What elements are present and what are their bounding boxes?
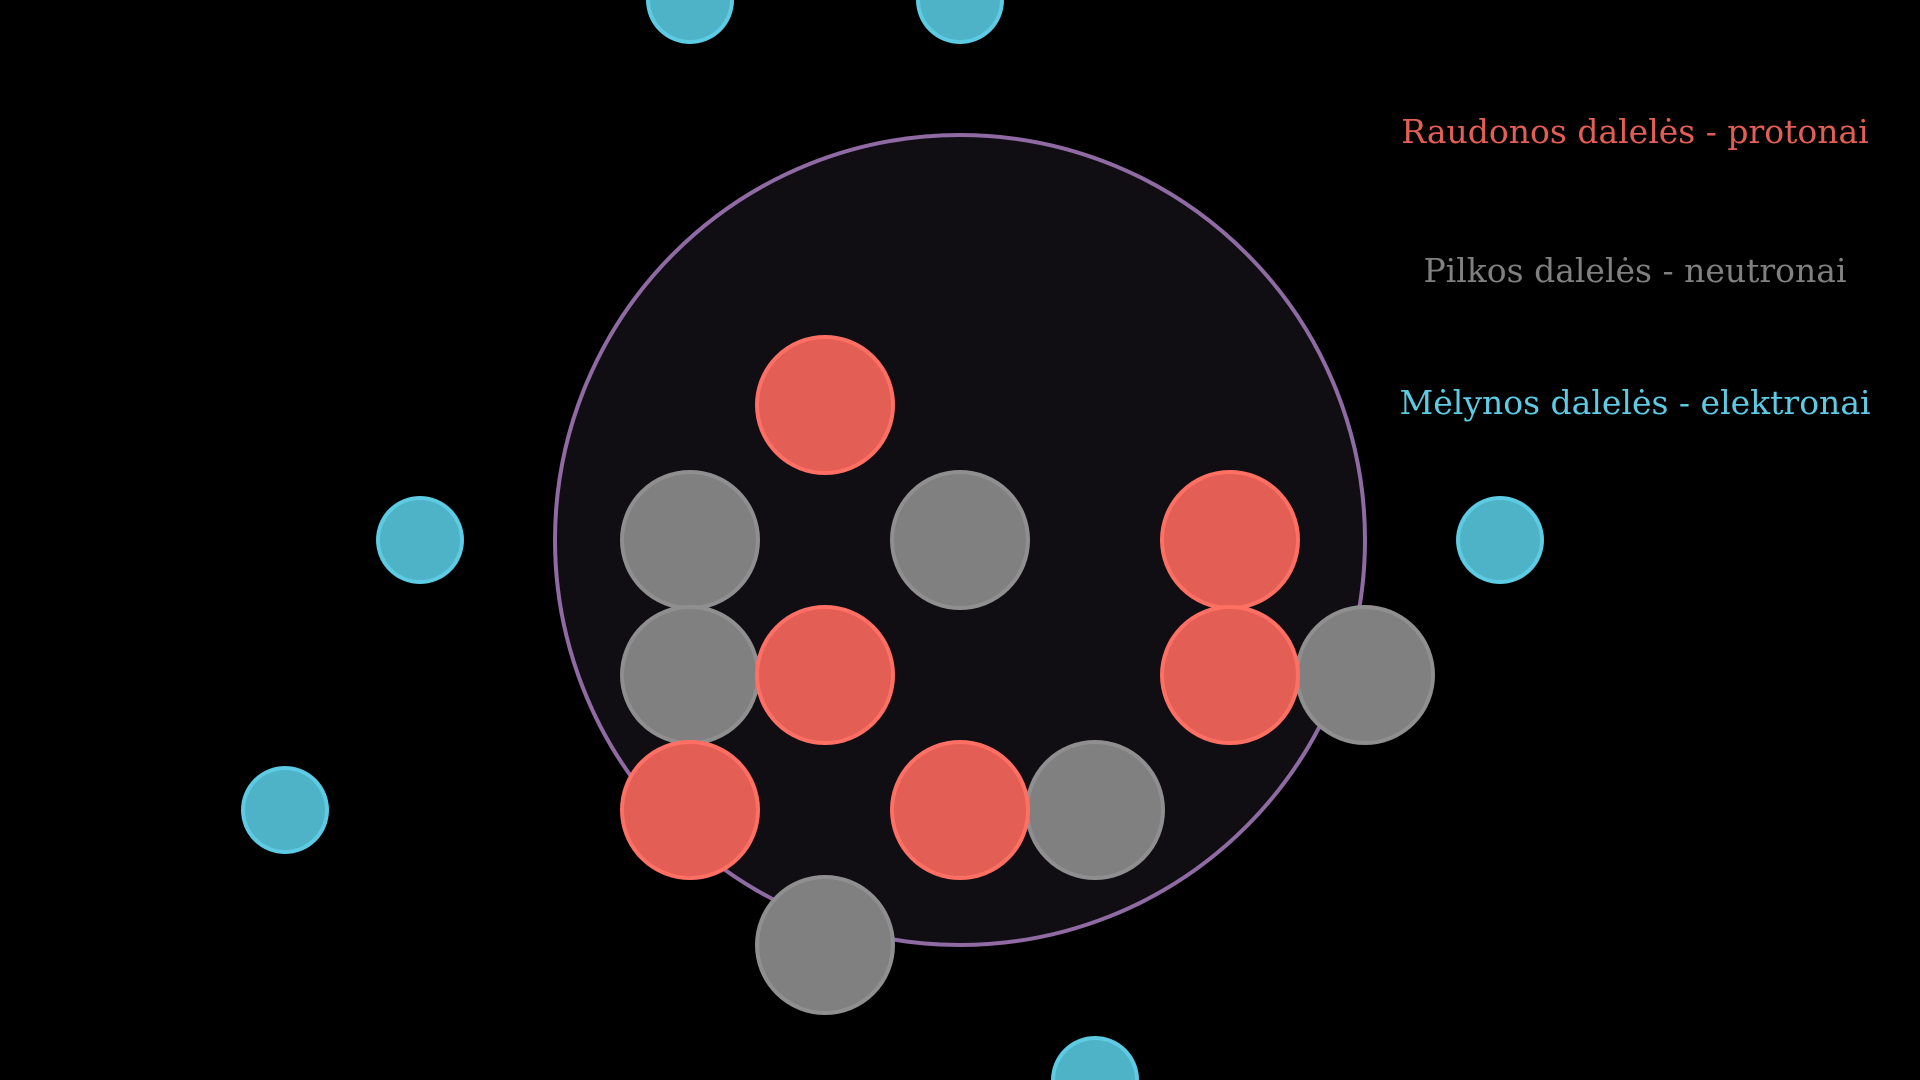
legend-electrons-label: Mėlynos dalelės - elektronai bbox=[1399, 383, 1870, 422]
proton bbox=[1160, 470, 1300, 610]
neutron bbox=[755, 875, 895, 1015]
neutron bbox=[890, 470, 1030, 610]
proton bbox=[620, 740, 760, 880]
legend-neutrons-label: Pilkos dalelės - neutronai bbox=[1423, 251, 1846, 290]
proton bbox=[755, 605, 895, 745]
electron bbox=[916, 0, 1004, 44]
neutron bbox=[620, 605, 760, 745]
neutron bbox=[620, 470, 760, 610]
proton bbox=[890, 740, 1030, 880]
legend: Raudonos dalelės - protonai Pilkos dalel… bbox=[1399, 112, 1870, 422]
proton bbox=[755, 335, 895, 475]
electron bbox=[241, 766, 329, 854]
proton bbox=[1160, 605, 1300, 745]
electron bbox=[376, 496, 464, 584]
neutron bbox=[1025, 740, 1165, 880]
electron bbox=[1051, 1036, 1139, 1080]
particles-group bbox=[241, 0, 1544, 1080]
electron bbox=[646, 0, 734, 44]
electron bbox=[1456, 496, 1544, 584]
neutron bbox=[1295, 605, 1435, 745]
legend-protons-label: Raudonos dalelės - protonai bbox=[1401, 112, 1868, 151]
